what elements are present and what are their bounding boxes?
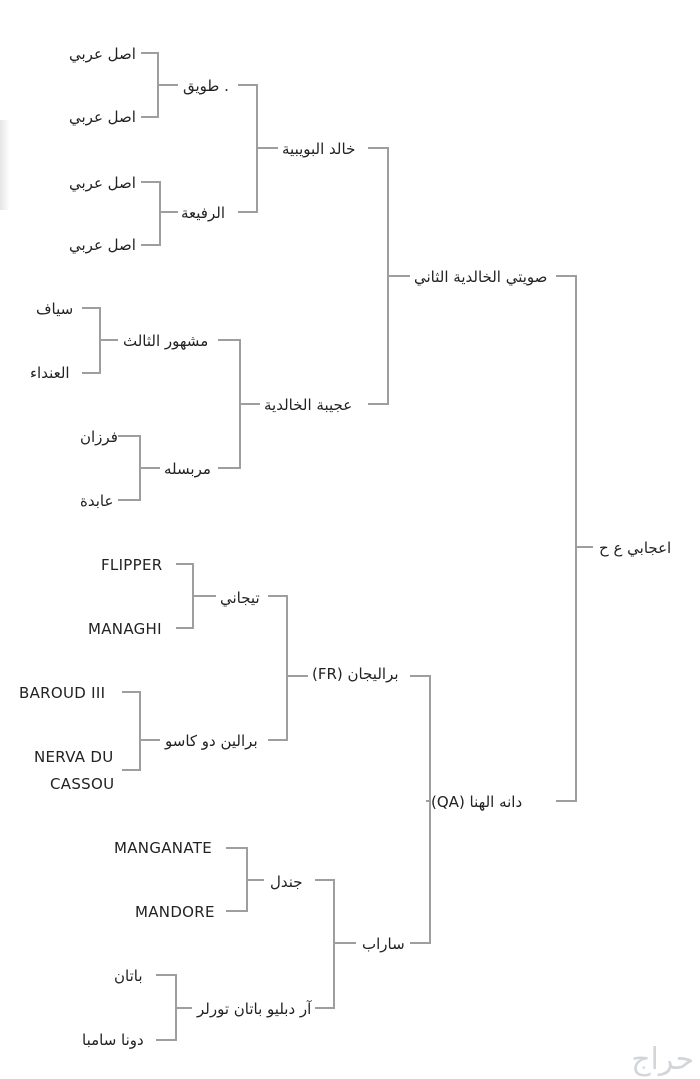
sire-dam-sire-name: مشهور الثالث — [123, 332, 209, 350]
bracket-line-11 — [226, 847, 264, 912]
bracket-line-7 — [368, 147, 410, 405]
bracket-line-9 — [122, 691, 160, 771]
dam-name: دانه الهنا (QA) — [431, 793, 523, 811]
g4-ancestor-13: MANGANATE — [114, 839, 212, 857]
bracket-line-15 — [556, 275, 593, 802]
g4-ancestor-6: العنداء — [30, 364, 70, 382]
g4-ancestor-4: اصل عربي — [69, 236, 136, 254]
sire-dam-dam-name: مربسله — [164, 460, 211, 478]
g4-ancestor-10: MANAGHI — [88, 620, 162, 638]
bracket-line-4 — [82, 307, 118, 374]
g4-ancestor-12-line1: NERVA DU — [34, 748, 114, 766]
scan-edge-shadow — [0, 120, 10, 210]
dam-dam-name: ساراب — [362, 935, 405, 953]
g4-ancestor-3: اصل عربي — [69, 174, 136, 192]
g4-ancestor-16: دونا سامبا — [82, 1031, 144, 1049]
bracket-line-13 — [315, 879, 356, 1009]
bracket-line-12 — [156, 974, 192, 1041]
g4-ancestor-5: سياف — [36, 300, 74, 318]
sire-sire-name: خالد البويبية — [282, 140, 356, 158]
g4-ancestor-14: MANDORE — [135, 903, 215, 921]
g4-ancestor-1: اصل عربي — [69, 45, 136, 63]
bracket-line-3 — [238, 84, 278, 213]
g4-ancestor-8: عابدة — [80, 492, 114, 510]
dam-sire-sire-name: تيجاني — [220, 589, 260, 607]
bracket-line-8 — [176, 563, 216, 629]
g4-ancestor-12-line2: CASSOU — [50, 775, 115, 793]
sire-dam-name: عجيبة الخالدية — [264, 396, 353, 414]
dam-dam-sire-name: جندل — [270, 873, 303, 891]
sire-sire-dam-name: الرفيعة — [181, 204, 225, 222]
sire-sire-sire-name: . طويق — [183, 77, 229, 95]
bracket-line-1 — [141, 52, 178, 118]
bracket-line-10 — [268, 595, 308, 741]
g4-ancestor-15: باتان — [114, 967, 143, 985]
g4-ancestor-7: فرزان — [80, 428, 118, 446]
g4-ancestor-2: اصل عربي — [69, 108, 136, 126]
bracket-line-2 — [141, 181, 178, 246]
g4-ancestor-9: FLIPPER — [101, 556, 163, 574]
dam-dam-dam-name: آر دبليو باتان تورلر — [197, 1000, 312, 1018]
sire-name: صويتي الخالدية الثاني — [414, 268, 548, 286]
root-horse-name: اعجابي ع ح — [599, 539, 672, 557]
bracket-line-5 — [118, 435, 160, 501]
dam-sire-dam-name: برالين دو كاسو — [165, 732, 258, 750]
bracket-line-14 — [410, 675, 431, 944]
dam-sire-name: براليجان (FR) — [312, 665, 399, 683]
g4-ancestor-11: BAROUD III — [19, 684, 106, 702]
bracket-line-6 — [218, 339, 260, 469]
haraj-logo-icon: حراج — [631, 1042, 694, 1077]
